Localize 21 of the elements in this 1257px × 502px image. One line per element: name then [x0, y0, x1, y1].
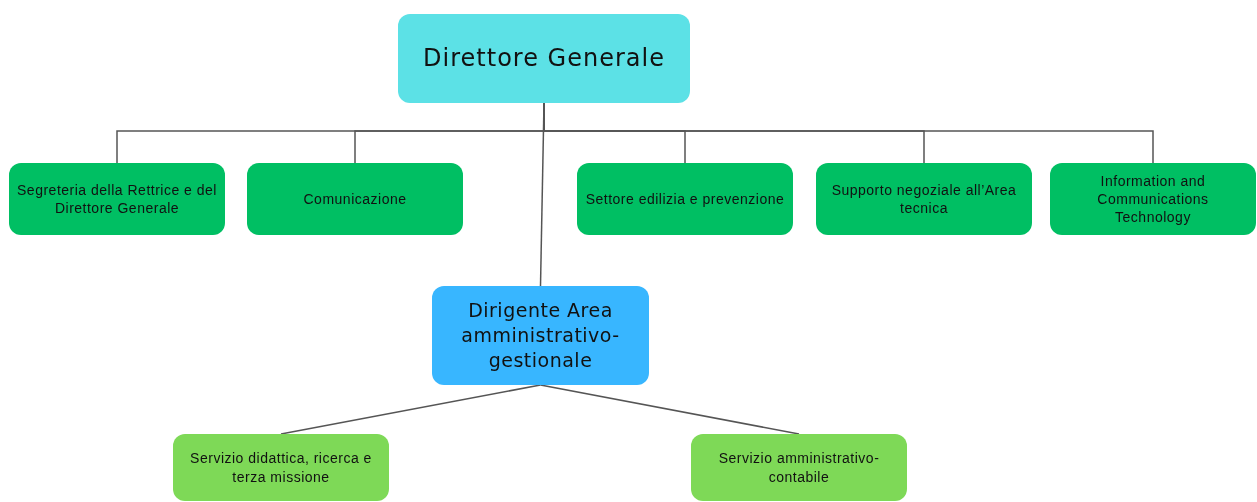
connector-line	[539, 102, 545, 287]
box-label: Supporto negoziale all’Area tecnica	[830, 180, 1018, 218]
service-box	[691, 434, 907, 501]
service-box	[173, 434, 389, 501]
box-label: Comunicazione	[303, 189, 407, 209]
connector-line	[539, 384, 800, 435]
office-box	[9, 163, 225, 235]
director-box	[398, 14, 690, 103]
box-label: Servizio amministrativo-contabile	[717, 449, 881, 486]
box-label: Servizio didattica, ricerca e terza missione	[189, 449, 373, 486]
box-label: Segreteria della Rettrice e del Direttore Generale	[17, 180, 217, 218]
manager-box	[432, 286, 649, 385]
office-box	[247, 163, 463, 235]
box-label: Direttore Generale	[423, 42, 665, 74]
box-label: Dirigente Area amministrativo-gestionale	[460, 298, 621, 373]
office-box	[577, 163, 793, 235]
box-label: Information and Communications Technology	[1096, 171, 1210, 227]
connector-line	[280, 384, 542, 435]
box-label: Settore edilizia e prevenzione	[585, 189, 785, 209]
office-box	[816, 163, 1032, 235]
office-box	[1050, 163, 1256, 235]
